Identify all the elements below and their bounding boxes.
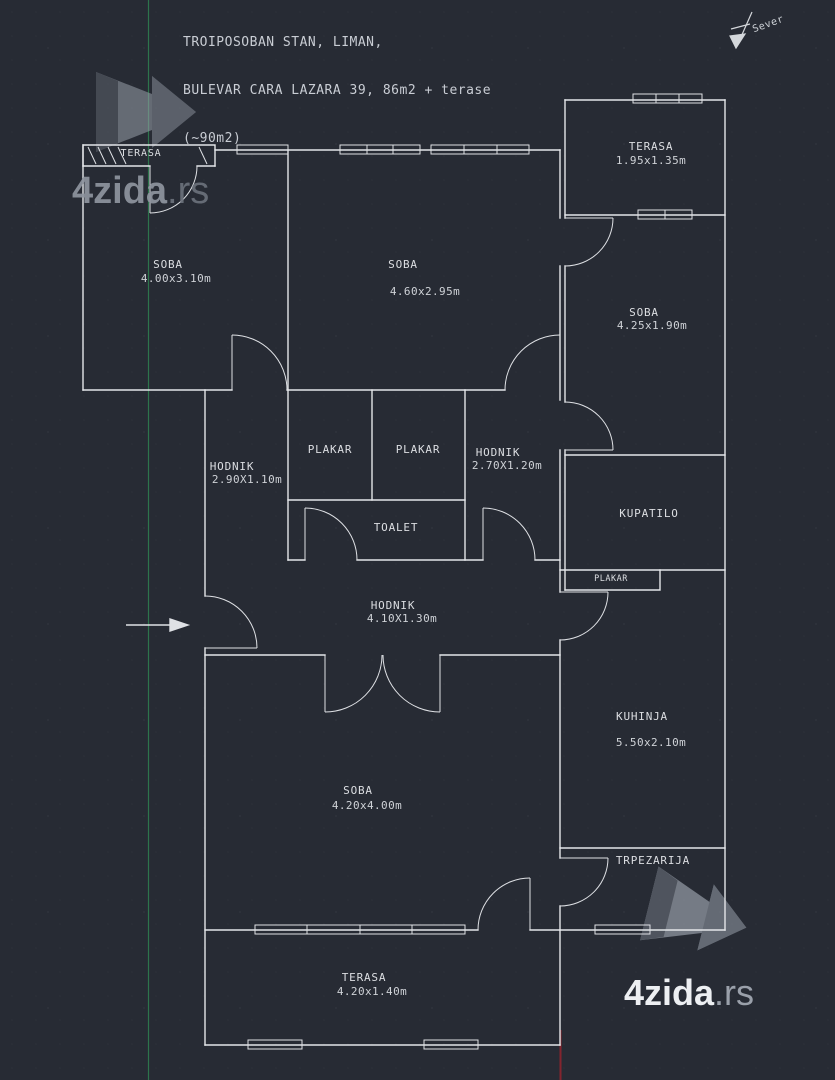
room-label-soba-middle: SOBA	[388, 258, 418, 271]
room-dims-soba-top-left: 4.00x3.10m	[140, 272, 212, 285]
ribbon-watermark-bottom-right-icon	[640, 866, 747, 951]
watermark-top-left: 4zida.rs	[72, 170, 209, 213]
north-arrow-icon	[729, 11, 753, 50]
room-label-soba-bottom: SOBA	[343, 784, 373, 797]
ribbon-watermark-top-left-icon	[96, 72, 196, 152]
room-dims-kuhinja: 5.50x2.10m	[615, 736, 687, 749]
room-dims-soba-middle: 4.60x2.95m	[389, 285, 461, 298]
watermark-brand: 4zida	[624, 972, 715, 1013]
title-line-3: (~90m2)	[183, 131, 242, 146]
room-label-kuhinja: KUHINJA	[616, 710, 668, 723]
title-line-2: BULEVAR CARA LAZARA 39, 86m2 + terase	[183, 83, 492, 98]
walls	[82, 99, 726, 1046]
room-dims-terasa-top-right: 1.95x1.35m	[615, 154, 687, 167]
watermark-brand: 4zida	[72, 170, 168, 212]
room-label-hodnik-left: HODNIK	[209, 460, 255, 473]
watermark-tld: .rs	[714, 972, 755, 1013]
room-label-plakar-small: PLAKAR	[594, 574, 628, 584]
watermark-bottom-right: 4zida.rs	[624, 972, 754, 1014]
room-label-soba-top-left: SOBA	[153, 258, 183, 271]
room-label-trpezarija: TRPEZARIJA	[615, 854, 691, 867]
windows	[87, 93, 703, 1050]
title-line-1: TROIPOSOBAN STAN, LIMAN,	[183, 35, 383, 50]
room-dims-terasa-bottom: 4.20x1.40m	[336, 985, 408, 998]
room-label-plakar-left: PLAKAR	[307, 443, 353, 456]
room-label-terasa-top-left: TERASA	[120, 148, 162, 159]
room-label-hodnik-small: HODNIK	[475, 446, 521, 459]
room-dims-hodnik-small: 2.70X1.20m	[471, 459, 543, 472]
entry-arrow-icon	[126, 618, 191, 632]
room-dims-soba-right: 4.25x1.90m	[616, 319, 688, 332]
room-label-kupatilo: KUPATILO	[619, 507, 679, 520]
title-block: TROIPOSOBAN STAN, LIMAN, BULEVAR CARA LA…	[183, 3, 491, 179]
room-label-terasa-top-right: TERASA	[628, 140, 674, 153]
room-dims-hodnik-left: 2.90X1.10m	[211, 473, 283, 486]
watermark-tld: .rs	[167, 170, 210, 212]
room-label-terasa-bottom: TERASA	[341, 971, 387, 984]
room-label-toalet: TOALET	[373, 521, 419, 534]
room-dims-soba-bottom: 4.20x4.00m	[331, 799, 403, 812]
room-label-plakar-right: PLAKAR	[395, 443, 441, 456]
room-label-soba-right: SOBA	[629, 306, 659, 319]
doors	[149, 165, 614, 931]
room-dims-hodnik-main: 4.10X1.30m	[366, 612, 438, 625]
room-label-hodnik-main: HODNIK	[370, 599, 416, 612]
